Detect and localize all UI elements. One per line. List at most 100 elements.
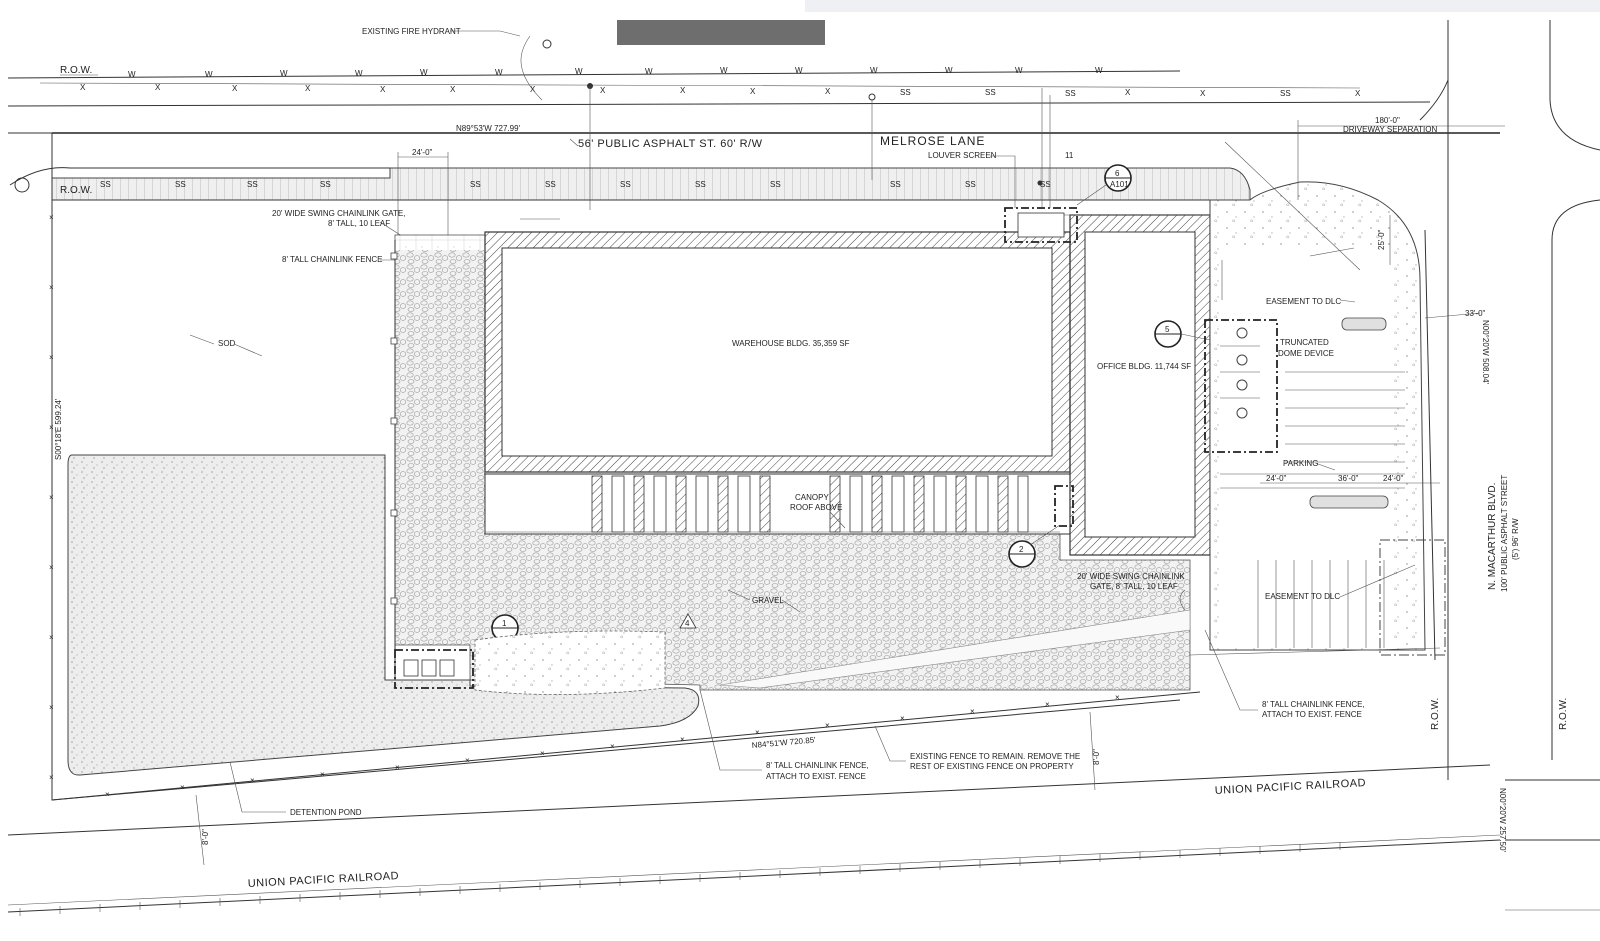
loading-bays <box>591 475 1029 533</box>
macarthur-line3: (5') 96' R/W <box>1511 518 1520 560</box>
svg-text:W: W <box>1015 66 1023 75</box>
easement-box-2 <box>1379 539 1446 656</box>
svg-text:X: X <box>1355 89 1361 98</box>
truncated-line2: DOME DEVICE <box>1278 349 1334 358</box>
gate-bot-line1: 20' WIDE SWING CHAINLINK <box>1077 572 1185 581</box>
svg-text:X: X <box>155 83 161 92</box>
svg-text:W: W <box>720 66 728 75</box>
svg-text:×: × <box>49 773 54 782</box>
svg-text:SS: SS <box>247 180 258 189</box>
street-top-label: 56' PUBLIC ASPHALT ST. 60' R/W <box>578 138 763 150</box>
num-4: 4 <box>685 619 690 628</box>
sod-label: SOD <box>218 339 236 348</box>
melrose-lane-label: MELROSE LANE <box>880 134 985 148</box>
dim-8-b: 8'-0" <box>1092 749 1101 765</box>
canopy-line2: ROOF ABOVE <box>790 503 842 512</box>
svg-text:X: X <box>80 83 86 92</box>
svg-text:SS: SS <box>1065 89 1076 98</box>
num-11: 11 <box>1065 151 1074 160</box>
svg-text:×: × <box>1045 700 1050 709</box>
gravel-label: GRAVEL <box>752 596 784 605</box>
detention-pond <box>67 454 700 776</box>
svg-text:X: X <box>232 84 238 93</box>
gate-bot-line2: GATE, 8' TALL, 10 LEAF <box>1090 582 1178 591</box>
gate-top-line1: 20' WIDE SWING CHAINLINK GATE, <box>272 209 405 218</box>
fence-right-1: 8' TALL CHAINLINK FENCE, <box>1262 700 1365 709</box>
svg-text:×: × <box>610 742 615 751</box>
svg-text:×: × <box>755 728 760 737</box>
svg-text:X: X <box>305 84 311 93</box>
svg-text:×: × <box>1115 693 1120 702</box>
callout-6-sheet: A101 <box>1110 180 1129 189</box>
svg-text:×: × <box>680 735 685 744</box>
svg-text:W: W <box>495 68 503 77</box>
fence-right-2: ATTACH TO EXIST. FENCE <box>1262 710 1362 719</box>
svg-text:W: W <box>280 69 288 78</box>
svg-text:×: × <box>825 721 830 730</box>
svg-text:X: X <box>1200 89 1206 98</box>
accessible-stalls <box>1204 319 1278 453</box>
driveway-dim: 180'-0" <box>1375 116 1400 125</box>
svg-text:X: X <box>380 85 386 94</box>
svg-text:SS: SS <box>1280 89 1291 98</box>
easement-label-2: EASEMENT TO DLC <box>1265 592 1340 601</box>
fence-bot-1: 8' TALL CHAINLINK FENCE, <box>766 761 869 770</box>
svg-text:SS: SS <box>890 180 901 189</box>
svg-text:×: × <box>49 563 54 572</box>
office-label: OFFICE BLDG. 11,744 SF <box>1097 362 1191 371</box>
dim-24-right: 24'-0" <box>1383 474 1404 483</box>
svg-text:W: W <box>1095 66 1103 75</box>
callout-1-num: 1 <box>502 619 507 628</box>
existing-fence-2: REST OF EXISTING FENCE ON PROPERTY <box>910 762 1074 771</box>
bottom-stalls <box>1257 560 1385 648</box>
header-bar <box>617 20 825 45</box>
bearing-top: N89°53'W 727.99' <box>456 124 521 133</box>
svg-text:X: X <box>450 85 456 94</box>
svg-text:SS: SS <box>1040 180 1051 189</box>
top-band <box>805 0 1600 12</box>
svg-text:W: W <box>128 70 136 79</box>
svg-text:×: × <box>49 283 54 292</box>
svg-text:SS: SS <box>470 180 481 189</box>
easement-label-1: EASEMENT TO DLC <box>1266 297 1341 306</box>
truncated-line1: TRUNCATED <box>1280 338 1329 347</box>
svg-text:SS: SS <box>985 88 996 97</box>
svg-text:SS: SS <box>545 180 556 189</box>
svg-text:×: × <box>540 749 545 758</box>
svg-text:×: × <box>180 783 185 792</box>
svg-text:X: X <box>600 86 606 95</box>
svg-text:W: W <box>575 67 583 76</box>
fence-top-label: 8' TALL CHAINLINK FENCE <box>282 255 383 264</box>
dumpster-enclosure <box>394 649 474 689</box>
row-right-1: R.O.W. <box>1430 698 1441 730</box>
svg-text:SS: SS <box>175 180 186 189</box>
canopy-line1: CANOPY <box>795 493 829 502</box>
svg-text:×: × <box>320 770 325 779</box>
svg-text:W: W <box>645 67 653 76</box>
louver-label: LOUVER SCREEN <box>928 151 997 160</box>
row-label-left: R.O.W. <box>60 185 92 196</box>
svg-text:W: W <box>795 66 803 75</box>
svg-text:SS: SS <box>320 180 331 189</box>
driveway-sep: DRIVEWAY SEPARATION <box>1343 125 1437 134</box>
parking-label: PARKING <box>1283 459 1318 468</box>
gate-top-line2: 8' TALL, 10 LEAF <box>328 219 390 228</box>
dim-24-left: 24'-0" <box>1266 474 1287 483</box>
dim-25: 25'-0" <box>1377 229 1386 250</box>
svg-text:×: × <box>105 790 110 799</box>
svg-text:SS: SS <box>100 180 111 189</box>
svg-text:X: X <box>680 86 686 95</box>
detention-label: DETENTION POND <box>290 808 362 817</box>
svg-text:X: X <box>750 87 756 96</box>
svg-text:×: × <box>900 714 905 723</box>
svg-text:×: × <box>49 423 54 432</box>
dim-36: 36'-0" <box>1338 474 1359 483</box>
svg-text:SS: SS <box>695 180 706 189</box>
bearing-left: S00°18'E 599.24' <box>54 398 63 460</box>
railroad <box>7 764 1600 913</box>
svg-text:SS: SS <box>770 180 781 189</box>
svg-text:W: W <box>355 69 363 78</box>
svg-text:×: × <box>49 633 54 642</box>
svg-text:X: X <box>1125 88 1131 97</box>
